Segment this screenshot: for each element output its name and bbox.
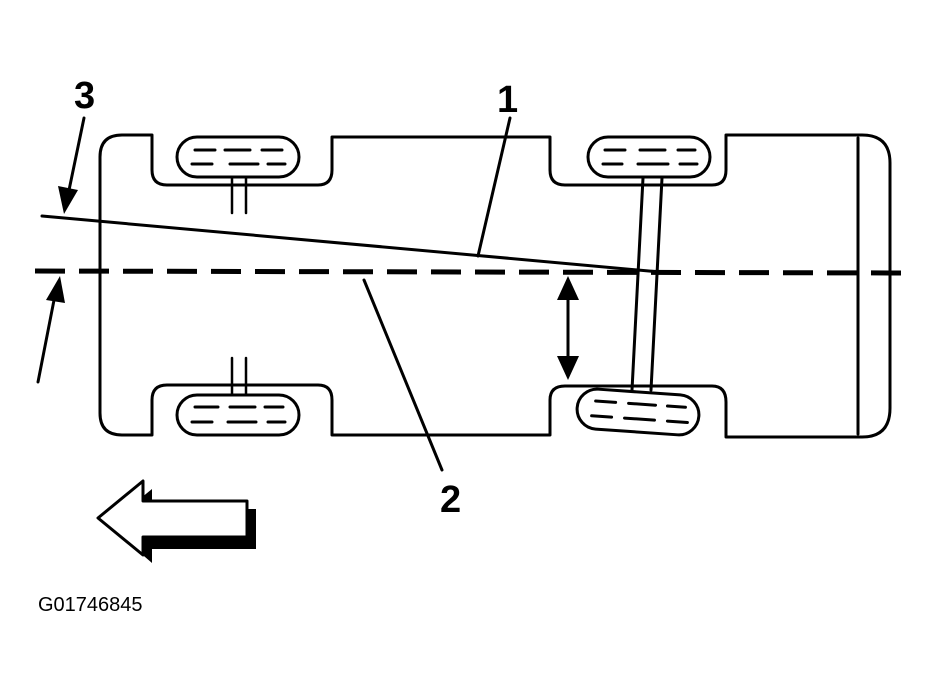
callout-3-leader [58, 116, 86, 214]
thrust-line [40, 214, 662, 274]
figure-code: G01746845 [38, 594, 143, 616]
callout-2-leader [362, 278, 444, 472]
thrust-angle-indicator [557, 276, 579, 380]
front-left-axle [230, 175, 248, 215]
callout-label-3: 3 [74, 75, 95, 117]
rear-axle [630, 176, 664, 392]
left-arrow-icon [96, 479, 256, 563]
geometric-centerline [34, 268, 906, 276]
front-right-tire [175, 393, 301, 437]
front-right-axle [230, 356, 248, 396]
callout-1-leader [476, 116, 512, 258]
front-left-tire [175, 135, 301, 179]
vehicle-body-outline [98, 133, 892, 439]
callout-label-1: 1 [497, 79, 518, 121]
centerline-pointer [36, 276, 65, 384]
callout-label-2: 2 [440, 479, 461, 521]
rear-left-tire [586, 135, 712, 179]
rear-right-tire [575, 387, 701, 437]
